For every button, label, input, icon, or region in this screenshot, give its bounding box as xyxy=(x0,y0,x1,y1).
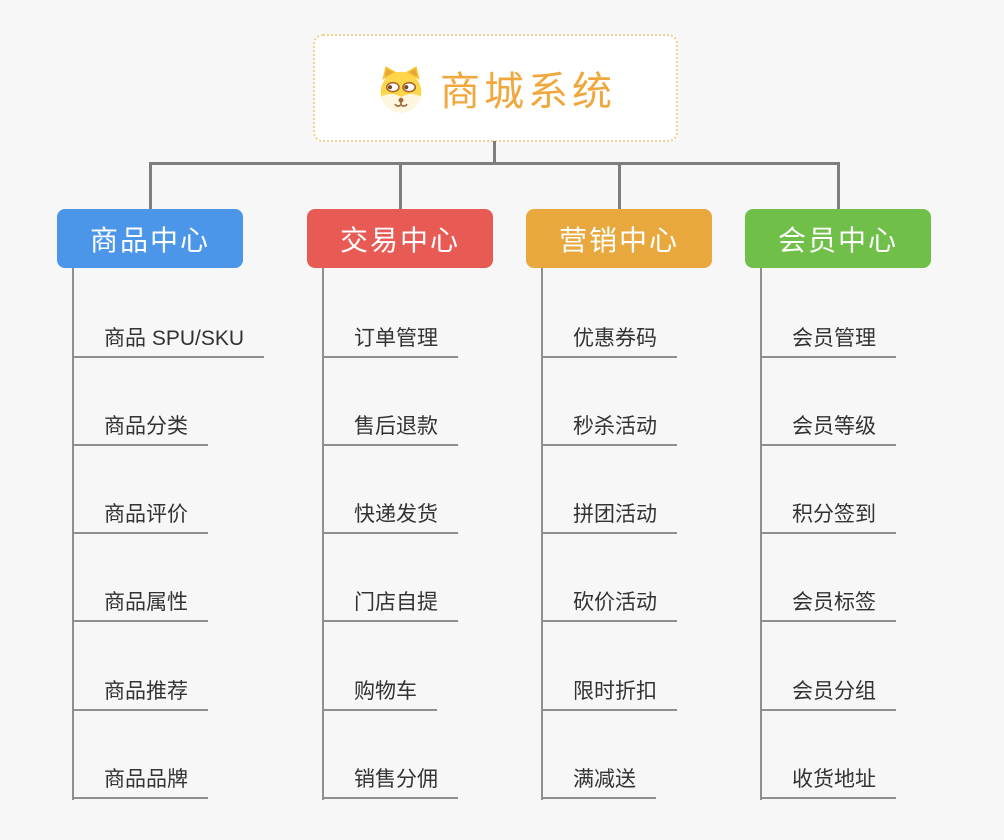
leaf-label: 快递发货 xyxy=(354,503,438,526)
leaf-label: 会员等级 xyxy=(792,415,876,438)
leaf-node[interactable]: 拼团活动 xyxy=(541,497,677,534)
connector-branch-drop xyxy=(836,162,840,209)
leaf-node[interactable]: 积分签到 xyxy=(760,497,896,534)
leaf-label: 购物车 xyxy=(354,680,417,703)
leaf-node[interactable]: 商品分类 xyxy=(72,409,208,446)
leaf-node[interactable]: 快递发货 xyxy=(322,497,458,534)
leaf-node[interactable]: 会员标签 xyxy=(760,585,896,622)
branch-label: 会员中心 xyxy=(777,224,898,256)
leaf-label: 优惠券码 xyxy=(573,327,657,350)
leaf-label: 会员分组 xyxy=(792,680,876,703)
branch-node[interactable]: 交易中心 xyxy=(307,209,493,268)
leaf-label: 拼团活动 xyxy=(573,503,657,526)
leaf-node[interactable]: 商品推荐 xyxy=(72,674,208,711)
shiba-dog-icon xyxy=(375,62,427,114)
leaf-label: 商品评价 xyxy=(104,503,188,526)
root-node[interactable]: 商城系统 xyxy=(313,34,678,142)
leaf-label: 订单管理 xyxy=(354,327,438,350)
branch-label: 营销中心 xyxy=(558,224,679,256)
leaf-node[interactable]: 会员等级 xyxy=(760,409,896,446)
leaf-node[interactable]: 购物车 xyxy=(322,674,437,711)
leaf-label: 商品属性 xyxy=(104,591,188,614)
branch-node[interactable]: 商品中心 xyxy=(57,209,243,268)
leaf-node[interactable]: 订单管理 xyxy=(322,321,458,358)
leaf-label: 商品推荐 xyxy=(104,680,188,703)
leaf-node[interactable]: 销售分佣 xyxy=(322,762,458,799)
leaf-node[interactable]: 优惠券码 xyxy=(541,321,677,358)
leaf-label: 商品 SPU/SKU xyxy=(104,327,245,350)
connector-horizontal-line xyxy=(149,162,840,165)
leaf-node[interactable]: 会员管理 xyxy=(760,321,896,358)
connector-branch-drop xyxy=(398,162,402,209)
leaf-node[interactable]: 收货地址 xyxy=(760,762,896,799)
leaf-node[interactable]: 商品评价 xyxy=(72,497,208,534)
leaf-label: 砍价活动 xyxy=(573,591,657,614)
leaf-node[interactable]: 秒杀活动 xyxy=(541,409,677,446)
leaf-node[interactable]: 满减送 xyxy=(541,762,656,799)
leaf-label: 商品品牌 xyxy=(104,768,188,791)
branch-column-line xyxy=(760,268,762,800)
connector-root-stub xyxy=(493,141,496,163)
branch-column-line xyxy=(72,268,74,800)
branch-label: 商品中心 xyxy=(89,224,210,256)
leaf-node[interactable]: 会员分组 xyxy=(760,674,896,711)
branch-node[interactable]: 会员中心 xyxy=(745,209,931,268)
leaf-node[interactable]: 限时折扣 xyxy=(541,674,677,711)
leaf-label: 收货地址 xyxy=(792,768,876,791)
leaf-label: 门店自提 xyxy=(354,591,438,614)
leaf-node[interactable]: 商品 SPU/SKU xyxy=(72,321,265,358)
leaf-label: 限时折扣 xyxy=(573,680,657,703)
leaf-node[interactable]: 砍价活动 xyxy=(541,585,677,622)
leaf-node[interactable]: 商品属性 xyxy=(72,585,208,622)
branch-label: 交易中心 xyxy=(339,224,460,256)
connector-branch-drop xyxy=(148,162,152,209)
branch-column-line xyxy=(541,268,543,800)
branch-node[interactable]: 营销中心 xyxy=(526,209,712,268)
leaf-label: 销售分佣 xyxy=(354,768,438,791)
leaf-label: 秒杀活动 xyxy=(573,415,657,438)
leaf-label: 商品分类 xyxy=(104,415,188,438)
leaf-node[interactable]: 售后退款 xyxy=(322,409,458,446)
leaf-label: 会员管理 xyxy=(792,327,876,350)
leaf-node[interactable]: 商品品牌 xyxy=(72,762,208,799)
root-title: 商城系统 xyxy=(440,70,616,114)
connector-branch-drop xyxy=(617,162,621,209)
leaf-label: 售后退款 xyxy=(354,415,438,438)
leaf-label: 满减送 xyxy=(573,768,636,791)
leaf-node[interactable]: 门店自提 xyxy=(322,585,458,622)
leaf-label: 会员标签 xyxy=(792,591,876,614)
leaf-label: 积分签到 xyxy=(792,503,876,526)
branch-column-line xyxy=(322,268,324,800)
